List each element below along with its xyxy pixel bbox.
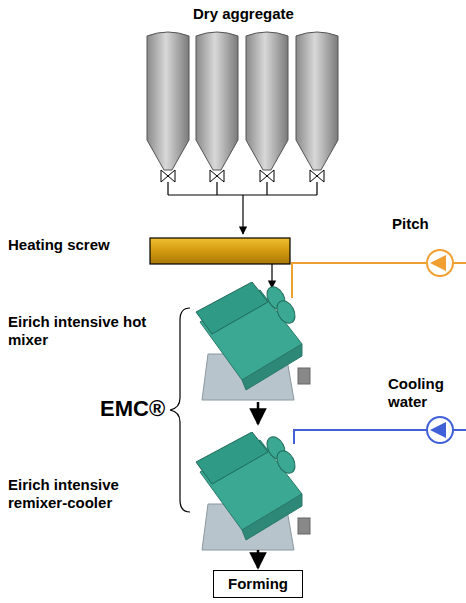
- part-label: Heating screw: [8, 236, 118, 254]
- input-label: Pitch: [392, 215, 452, 233]
- part-label: Eirich intensive remixer-cooler: [8, 476, 158, 512]
- group-label: EMC®: [100, 396, 170, 422]
- input-label: Cooling water: [388, 375, 458, 411]
- heading-label: Dry aggregate: [193, 5, 294, 23]
- process-box: Forming: [213, 570, 303, 598]
- box-text: Forming: [222, 575, 294, 593]
- part-label: Eirich intensive hot mixer: [8, 313, 158, 349]
